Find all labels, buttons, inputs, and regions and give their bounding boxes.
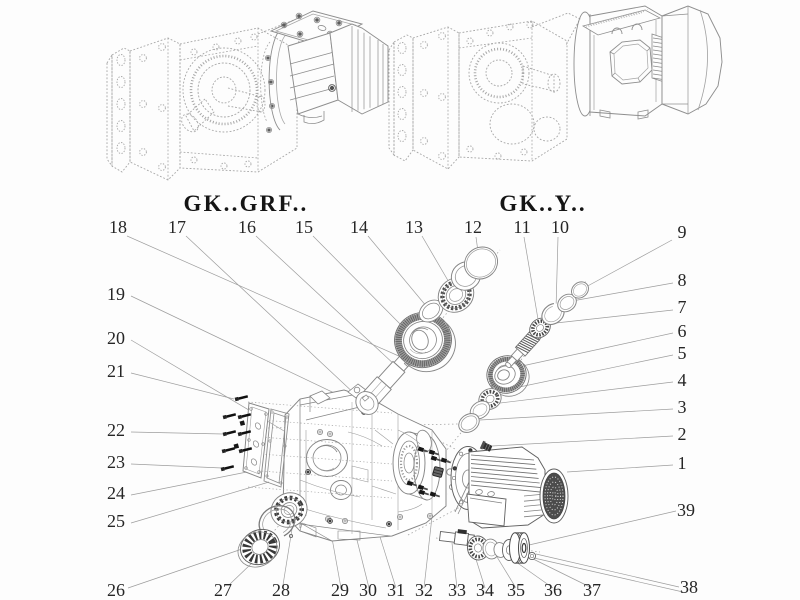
svg-text:11: 11: [513, 217, 530, 237]
svg-text:39: 39: [677, 500, 695, 520]
svg-text:18: 18: [109, 217, 127, 237]
svg-text:14: 14: [350, 217, 368, 237]
svg-text:6: 6: [678, 321, 687, 341]
svg-text:31: 31: [387, 580, 405, 600]
svg-text:32: 32: [415, 580, 433, 600]
svg-text:13: 13: [405, 217, 423, 237]
svg-text:20: 20: [107, 328, 125, 348]
svg-text:28: 28: [272, 580, 290, 600]
svg-text:GK..GRF..: GK..GRF..: [183, 191, 308, 216]
svg-text:36: 36: [544, 580, 562, 600]
svg-text:29: 29: [331, 580, 349, 600]
svg-text:10: 10: [551, 217, 569, 237]
svg-text:8: 8: [678, 270, 687, 290]
svg-text:16: 16: [238, 217, 256, 237]
svg-text:3: 3: [678, 397, 687, 417]
svg-text:GK..Y..: GK..Y..: [499, 191, 586, 216]
svg-text:15: 15: [295, 217, 313, 237]
svg-text:34: 34: [476, 580, 494, 600]
svg-text:37: 37: [583, 580, 601, 600]
svg-text:5: 5: [678, 343, 687, 363]
svg-text:1: 1: [678, 453, 687, 473]
svg-text:22: 22: [107, 420, 125, 440]
svg-text:33: 33: [448, 580, 466, 600]
svg-text:27: 27: [214, 580, 232, 600]
svg-text:2: 2: [678, 424, 687, 444]
svg-text:9: 9: [678, 222, 687, 242]
svg-text:26: 26: [107, 580, 125, 600]
svg-text:30: 30: [359, 580, 377, 600]
svg-text:35: 35: [507, 580, 525, 600]
svg-text:7: 7: [678, 297, 687, 317]
svg-text:12: 12: [464, 217, 482, 237]
svg-text:23: 23: [107, 452, 125, 472]
svg-text:17: 17: [168, 217, 186, 237]
svg-text:21: 21: [107, 361, 125, 381]
svg-text:4: 4: [678, 370, 687, 390]
svg-text:24: 24: [107, 483, 125, 503]
svg-text:19: 19: [107, 284, 125, 304]
svg-text:38: 38: [680, 577, 698, 597]
svg-text:25: 25: [107, 511, 125, 531]
